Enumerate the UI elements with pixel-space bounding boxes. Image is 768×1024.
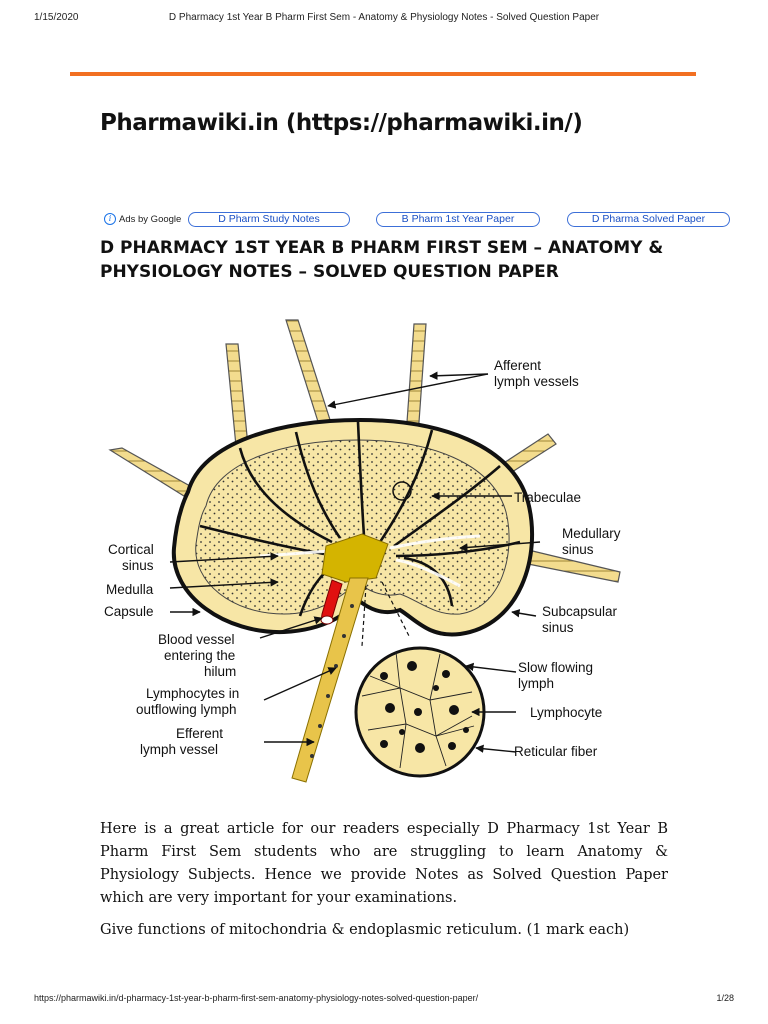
footer-url: https://pharmawiki.in/d-pharmacy-1st-yea…	[34, 993, 478, 1003]
label-medullary-1: Medullary	[562, 526, 621, 541]
label-capsule: Capsule	[104, 604, 154, 619]
lymph-node-diagram: Afferent lymph vessels Trabeculae Medull…	[100, 316, 640, 786]
label-cortical-1: Cortical	[108, 542, 154, 557]
label-blood-3: hilum	[204, 664, 236, 679]
article-title: D PHARMACY 1ST YEAR B PHARM FIRST SEM – …	[100, 236, 680, 284]
label-afferent-1: Afferent	[494, 358, 541, 373]
label-medullary-2: sinus	[562, 542, 594, 557]
label-slow-1: Slow flowing	[518, 660, 593, 675]
question-paragraph: Give functions of mitochondria & endopla…	[100, 919, 668, 942]
label-subcapsular-2: sinus	[542, 620, 574, 635]
site-title-link[interactable]: Pharmawiki.in (https://pharmawiki.in/)	[100, 110, 582, 136]
label-afferent-2: lymph vessels	[494, 374, 579, 389]
print-page-title: D Pharmacy 1st Year B Pharm First Sem - …	[0, 12, 768, 23]
label-lymphocytes-2: outflowing lymph	[136, 702, 237, 717]
info-icon[interactable]: i	[104, 213, 116, 225]
ads-label: Ads by Google	[119, 214, 181, 225]
label-cortical-2: sinus	[122, 558, 154, 573]
ad-link-d-pharma-solved-paper[interactable]: D Pharma Solved Paper	[567, 212, 730, 227]
label-subcapsular-1: Subcapsular	[542, 604, 618, 619]
label-efferent-1: Efferent	[176, 726, 223, 741]
label-blood-1: Blood vessel	[158, 632, 235, 647]
intro-paragraph: Here is a great article for our readers …	[100, 818, 668, 910]
label-reticular: Reticular fiber	[514, 744, 598, 759]
label-efferent-2: lymph vessel	[140, 742, 218, 757]
ad-link-d-pharm-study-notes[interactable]: D Pharm Study Notes	[188, 212, 350, 227]
label-medulla: Medulla	[106, 582, 154, 597]
page-number: 1/28	[716, 993, 734, 1003]
magnified-inset	[356, 648, 484, 776]
label-trabeculae: Trabeculae	[514, 490, 581, 505]
ad-link-b-pharm-paper[interactable]: B Pharm 1st Year Paper	[376, 212, 540, 227]
ads-by-google[interactable]: i Ads by Google	[104, 213, 181, 225]
label-lymphocytes-1: Lymphocytes in	[146, 686, 239, 701]
orange-divider	[70, 72, 696, 76]
label-lymphocyte: Lymphocyte	[530, 705, 602, 720]
label-slow-2: lymph	[518, 676, 554, 691]
label-blood-2: entering the	[164, 648, 235, 663]
